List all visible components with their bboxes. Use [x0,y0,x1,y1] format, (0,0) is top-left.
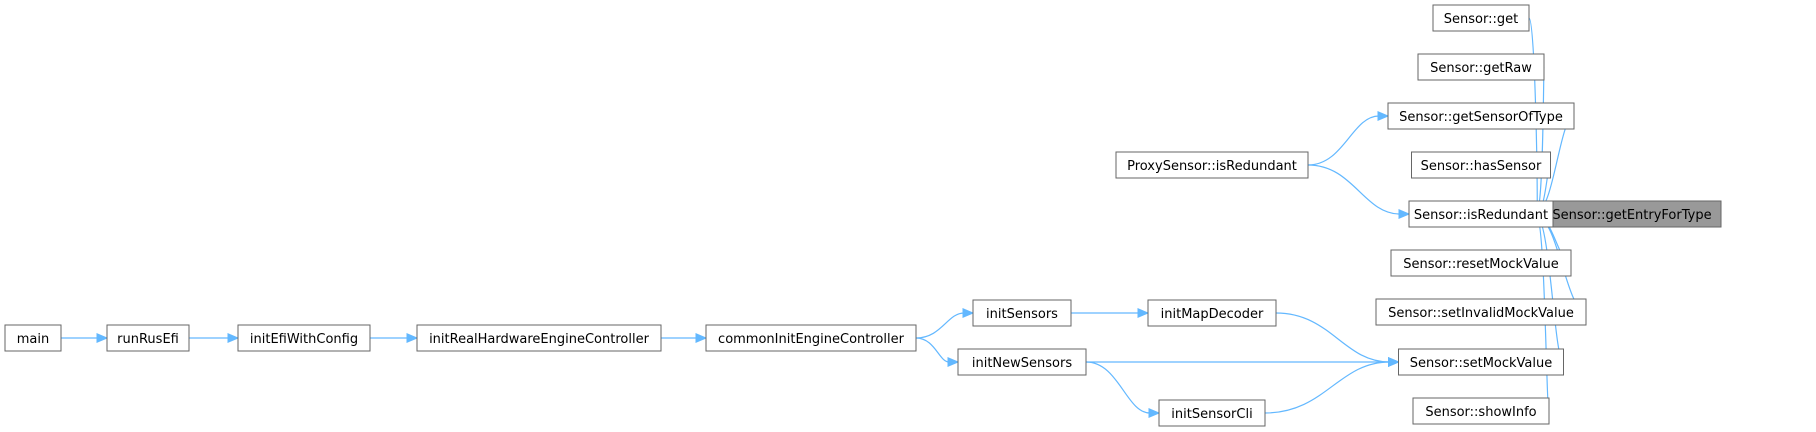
edge-commonInitEngineController-to-initSensors [915,308,975,339]
edge-arrowhead [406,333,419,343]
node-box [1411,151,1551,179]
edge-arrowhead [1148,408,1161,418]
node-initMapDecoder[interactable]: initMapDecoder [1147,299,1277,327]
node-box [1417,53,1545,81]
node-label: main [17,332,49,347]
node-label: Sensor::getRaw [1430,61,1532,76]
node-label: Sensor::get [1444,12,1518,27]
node-box [416,324,662,352]
node-getSensorOfType[interactable]: Sensor::getSensorOfType [1387,102,1575,130]
node-label: Sensor::hasSensor [1421,159,1542,174]
edge-proxyIsRedundant-to-getSensorOfType [1307,111,1390,166]
node-label: Sensor::getSensorOfType [1399,110,1563,125]
node-label: Sensor::setInvalidMockValue [1388,306,1574,321]
nodes-layer: Sensor::getEntryForTypeSensor::getSensor… [4,4,1722,427]
edge-line [915,337,950,363]
node-initNewSensors[interactable]: initNewSensors [957,348,1087,376]
edges-layer [61,17,1587,418]
node-proxyIsRedundant[interactable]: ProxySensor::isRedundant [1115,151,1309,179]
node-label: initEfiWithConfig [250,332,358,347]
node-label: Sensor::showInfo [1425,405,1536,420]
edge-line [1275,312,1390,363]
node-box [1375,298,1587,326]
edge-arrowhead [695,333,708,343]
edge-initSensors-to-initMapDecoder [1071,308,1150,318]
node-label: Sensor::resetMockValue [1403,257,1559,272]
edge-arrowhead [1377,111,1390,121]
node-setInvalidMockValue[interactable]: Sensor::setInvalidMockValue [1375,298,1587,326]
node-label: initSensors [986,307,1058,322]
node-main[interactable]: main [4,324,62,352]
node-initEfiWithConfig[interactable]: initEfiWithConfig [237,324,371,352]
node-initSensors[interactable]: initSensors [972,299,1072,327]
node-label: Sensor::isRedundant [1414,208,1548,223]
node-box [972,299,1072,327]
node-box [1387,102,1575,130]
edge-initEfiWithConfig-to-initRealHardwareEngineController [370,333,419,343]
node-label: initSensorCli [1171,407,1252,422]
edge-line [1307,115,1380,166]
node-label: initNewSensors [972,356,1072,371]
edge-initSensorCli-to-setMockValue [1264,357,1400,414]
edge-initNewSensors-to-initSensorCli [1085,361,1161,418]
node-box [1158,399,1266,427]
node-box [1408,200,1554,228]
node-initSensorCli[interactable]: initSensorCli [1158,399,1266,427]
edge-arrowhead [1137,308,1150,318]
node-isRedundant[interactable]: Sensor::isRedundant [1408,200,1554,228]
node-label: initMapDecoder [1161,307,1264,322]
edge-arrowhead [1388,357,1400,367]
node-label: Sensor::getEntryForType [1552,208,1711,223]
edge-arrowhead [962,308,975,318]
node-get[interactable]: Sensor::get [1432,4,1530,32]
node-box [4,324,62,352]
node-initRealHardwareEngineController[interactable]: initRealHardwareEngineController [416,324,662,352]
node-box [1390,249,1572,277]
node-getEntryForType[interactable]: Sensor::getEntryForType [1542,200,1722,228]
edge-line [1085,361,1151,414]
edge-line [1307,164,1401,215]
edge-arrowhead [1398,209,1411,219]
edge-getRaw-to-getEntryForType [1536,66,1549,216]
node-hasSensor[interactable]: Sensor::hasSensor [1411,151,1551,179]
edge-line [1536,66,1545,213]
node-box [1432,4,1530,32]
node-box [237,324,371,352]
edge-main-to-runRusEfi [61,333,109,343]
edge-line [915,312,965,339]
node-label: runRusEfi [117,332,179,347]
node-runRusEfi[interactable]: runRusEfi [106,324,190,352]
node-resetMockValue[interactable]: Sensor::resetMockValue [1390,249,1572,277]
node-label: commonInitEngineController [718,332,905,347]
node-box [106,324,190,352]
node-box [1147,299,1277,327]
node-showInfo[interactable]: Sensor::showInfo [1412,397,1550,425]
edge-initRealHardwareEngineController-to-commonInitEngineController [661,333,708,343]
node-commonInitEngineController[interactable]: commonInitEngineController [705,324,917,352]
edge-line [1264,361,1390,414]
node-box [1115,151,1309,179]
node-box [1398,348,1564,376]
edge-initNewSensors-to-setMockValue [1086,357,1400,367]
node-label: initRealHardwareEngineController [429,332,650,347]
edge-arrowhead [227,333,240,343]
node-getRaw[interactable]: Sensor::getRaw [1417,53,1545,81]
edge-arrowhead [96,333,109,343]
edge-commonInitEngineController-to-initNewSensors [915,337,960,367]
edge-proxyIsRedundant-to-isRedundant [1307,164,1411,219]
edge-arrowhead [947,357,960,367]
node-label: Sensor::setMockValue [1410,356,1553,371]
node-box [705,324,917,352]
node-box [1412,397,1550,425]
edge-runRusEfi-to-initEfiWithConfig [189,333,240,343]
node-label: ProxySensor::isRedundant [1127,159,1297,174]
node-setMockValue[interactable]: Sensor::setMockValue [1398,348,1564,376]
node-box [957,348,1087,376]
